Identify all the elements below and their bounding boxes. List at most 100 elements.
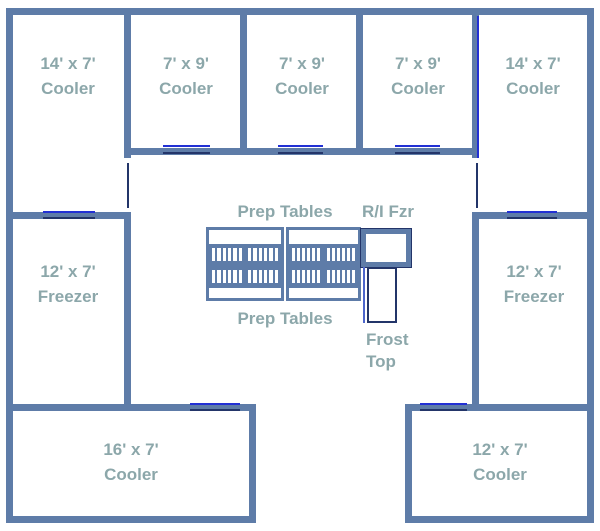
wall-cooler-bl-top <box>6 404 256 411</box>
prep-table-cell <box>269 270 273 283</box>
wall-outer-left <box>6 8 13 523</box>
room-label-cooler-top-left: 14' x 7' Cooler <box>40 51 95 101</box>
door-cooler-top-left-line <box>43 217 95 219</box>
prep-table-cell <box>212 248 216 261</box>
prep-table-cell <box>274 248 278 261</box>
wall-separator-top-rooms-2 <box>356 15 363 148</box>
room-label-cooler-bottom-right: 12' x 7' Cooler <box>472 437 527 487</box>
prep-table-cell <box>274 270 278 283</box>
prep-table-cell <box>212 270 216 283</box>
reach-in-freezer-label: R/I Fzr <box>362 202 414 221</box>
door-cooler-top-1 <box>163 145 210 147</box>
door-cooler-top-right <box>507 211 557 213</box>
room-type: Freezer <box>503 287 565 306</box>
prep-table-cell <box>317 270 321 283</box>
prep-table-cell-group <box>212 248 242 261</box>
prep-table-band <box>289 244 358 288</box>
room-label-cooler-top-right: 14' x 7' Cooler <box>505 51 560 101</box>
prep-table-cell <box>297 248 301 261</box>
prep-table-grid-row <box>209 248 281 261</box>
prep-table-cell <box>307 270 311 283</box>
wall-corridor-left <box>249 404 256 523</box>
prep-table-cell-group <box>212 270 242 283</box>
prep-table-cell <box>297 270 301 283</box>
prep-table-cell <box>253 248 257 261</box>
door-left-wall-leaf <box>127 163 129 208</box>
prep-table-bottom-strip <box>289 288 358 298</box>
door-cooler-top-right-line <box>507 217 557 219</box>
prep-table-cell-group <box>292 270 321 283</box>
prep-table-cell <box>227 248 232 261</box>
prep-table-divider <box>289 261 358 270</box>
door-cooler-bottom-left-line <box>190 409 240 411</box>
prep-table-cell <box>253 270 257 283</box>
wall-outer-top <box>6 8 594 15</box>
room-size: 7' x 9' <box>279 54 325 73</box>
wall-right-inner-upper <box>472 15 479 158</box>
wall-cooler-br-top <box>405 404 594 411</box>
prep-table-cell <box>292 270 296 283</box>
prep-table-cell <box>269 248 273 261</box>
prep-table-cell <box>312 270 316 283</box>
prep-table-divider <box>209 261 281 270</box>
prep-table-cell <box>336 248 340 261</box>
room-label-cooler-top-2: 7' x 9' Cooler <box>275 51 329 101</box>
prep-table-cell-group <box>326 270 356 283</box>
door-cooler-top-2 <box>278 145 323 147</box>
prep-table-cell <box>222 270 226 283</box>
prep-tables-top-label: Prep Tables <box>237 202 333 221</box>
prep-table-top-strip <box>289 230 358 244</box>
prep-table-cell <box>217 270 221 283</box>
prep-table-cell <box>302 248 306 261</box>
door-cooler-top-3-line <box>395 152 440 154</box>
prep-table-cell <box>248 270 252 283</box>
prep-table-grid-row <box>289 270 358 283</box>
prep-table-cell <box>341 248 345 261</box>
room-label-cooler-top-1: 7' x 9' Cooler <box>159 51 213 101</box>
wall-kitchen-top <box>124 148 479 155</box>
prep-table-cell-group <box>292 248 321 261</box>
room-size: 12' x 7' <box>506 262 562 281</box>
room-size: 12' x 7' <box>40 262 96 281</box>
prep-table-cell <box>217 248 221 261</box>
room-size: 7' x 9' <box>395 54 441 73</box>
prep-table-top-strip <box>209 230 281 244</box>
prep-table-cell <box>222 248 226 261</box>
prep-table-cell <box>346 270 350 283</box>
wall-left-inner-lower <box>124 212 131 404</box>
prep-table-cell <box>312 248 316 261</box>
prep-table-cell <box>307 248 311 261</box>
room-label-cooler-top-3: 7' x 9' Cooler <box>391 51 445 101</box>
door-cooler-bottom-left <box>190 403 240 405</box>
reach-in-freezer-box <box>360 228 412 268</box>
prep-table-cell <box>336 270 340 283</box>
prep-table-cell <box>331 248 335 261</box>
prep-table-bottom-strip <box>209 288 281 298</box>
wall-left-inner-upper <box>124 15 131 158</box>
room-type: Cooler <box>275 79 329 98</box>
room-type: Cooler <box>506 79 560 98</box>
room-type: Cooler <box>104 465 158 484</box>
room-type: Cooler <box>391 79 445 98</box>
door-cooler-top-3 <box>395 145 440 147</box>
prep-table-cell-group <box>248 248 278 261</box>
room-size: 14' x 7' <box>40 54 96 73</box>
prep-table-cell <box>331 270 335 283</box>
prep-table-cell <box>233 248 237 261</box>
wall-cooler-tr-bottom <box>472 212 594 219</box>
door-cooler-top-left <box>43 211 95 213</box>
prep-table-cell-group <box>326 248 356 261</box>
prep-table-cell <box>351 248 355 261</box>
prep-table-cell <box>238 248 242 261</box>
wall-outer-bottom-left <box>6 516 256 523</box>
prep-table-cell <box>233 270 237 283</box>
wall-corridor-right <box>405 404 412 523</box>
door-cooler-top-1-line <box>163 152 210 154</box>
room-size: 12' x 7' <box>472 440 528 459</box>
prep-table-cell <box>317 248 321 261</box>
room-type: Cooler <box>41 79 95 98</box>
prep-table-grid-row <box>289 248 358 261</box>
prep-table-cell <box>263 248 268 261</box>
wall-outer-bottom-right <box>405 516 594 523</box>
door-cooler-bottom-right <box>420 403 467 405</box>
